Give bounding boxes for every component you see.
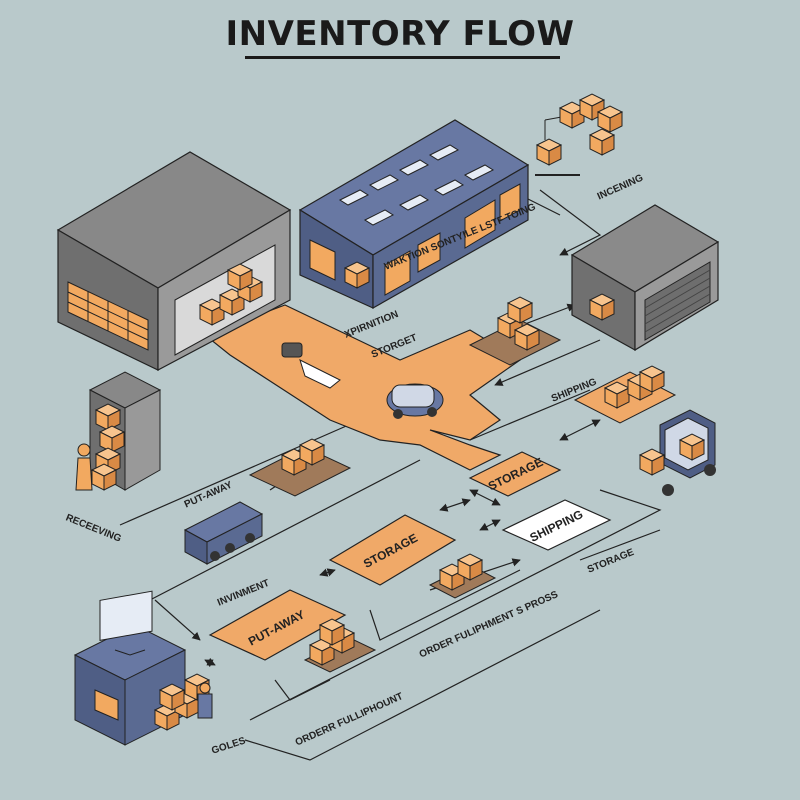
- pad-shipping: SHIPPING: [501, 499, 612, 551]
- flow-line: [149, 459, 421, 601]
- flow-line: [469, 389, 591, 441]
- flow-line: [204, 657, 216, 668]
- flow-line: [154, 599, 201, 641]
- pallet-bottom-left: [303, 618, 377, 673]
- flow-lines: [119, 189, 662, 761]
- pad-put-away: PUT-AWAY: [208, 589, 347, 661]
- forklift-center: [386, 383, 444, 419]
- flow-line: [479, 519, 501, 531]
- delivery-truck: [183, 501, 264, 565]
- flow-line: [539, 189, 602, 256]
- flow-line: [319, 568, 336, 577]
- left-warehouse: [56, 151, 292, 371]
- right-garage: [570, 204, 720, 352]
- flow-line: [119, 419, 361, 526]
- shipping-pallet: [573, 365, 677, 424]
- receiving-boxes: [535, 93, 623, 176]
- office-station: [73, 590, 213, 746]
- flow-line: [249, 489, 662, 721]
- flow-line: [494, 339, 601, 386]
- main-conveyor-path: [203, 304, 522, 471]
- flow-line: [369, 569, 521, 641]
- storage-pallet-center: [468, 296, 562, 366]
- pallet-put-away-area: [248, 438, 352, 497]
- main-warehouse: [298, 119, 530, 310]
- flow-line: [579, 529, 661, 561]
- flow-line: [439, 498, 471, 512]
- title-underline: [245, 56, 560, 59]
- page-title: INVENTORY FLOW: [225, 14, 575, 54]
- flow-line: [469, 489, 501, 506]
- pallet-jack-right: [639, 409, 716, 496]
- pad-storage-lower: STORAGE: [328, 514, 457, 586]
- flow-line: [244, 609, 601, 761]
- flow-line: [559, 419, 601, 441]
- flow-line: [274, 679, 331, 701]
- shelf-worker: [75, 371, 162, 491]
- pallet-center-bottom: [428, 553, 497, 599]
